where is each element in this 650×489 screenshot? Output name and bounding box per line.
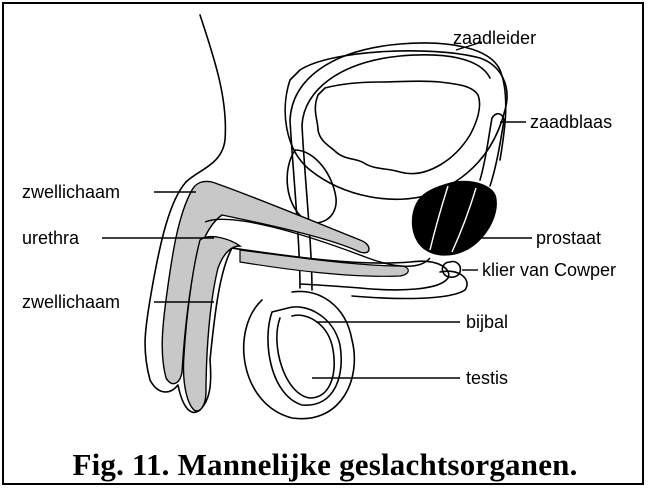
bladder-outer [285,51,507,200]
body-outline [186,15,225,182]
figure-caption: Fig. 11. Mannelijke geslachtsorganen. [0,447,650,483]
label-zwellichaam-lower: zwellichaam [22,292,120,312]
label-urethra: urethra [22,228,80,248]
cowper-gland [442,262,460,278]
prostate-shape [412,181,497,256]
label-zwellichaam-upper: zwellichaam [22,182,120,202]
label-zaadblaas: zaadblaas [530,112,612,132]
label-prostaat: prostaat [536,228,601,248]
label-klier-van-cowper: klier van Cowper [482,260,616,280]
scrotum [244,291,355,418]
label-testis: testis [466,368,508,388]
label-zaadleider: zaadleider [453,28,536,48]
label-bijbal: bijbal [466,312,508,332]
bladder-inner [315,81,479,173]
